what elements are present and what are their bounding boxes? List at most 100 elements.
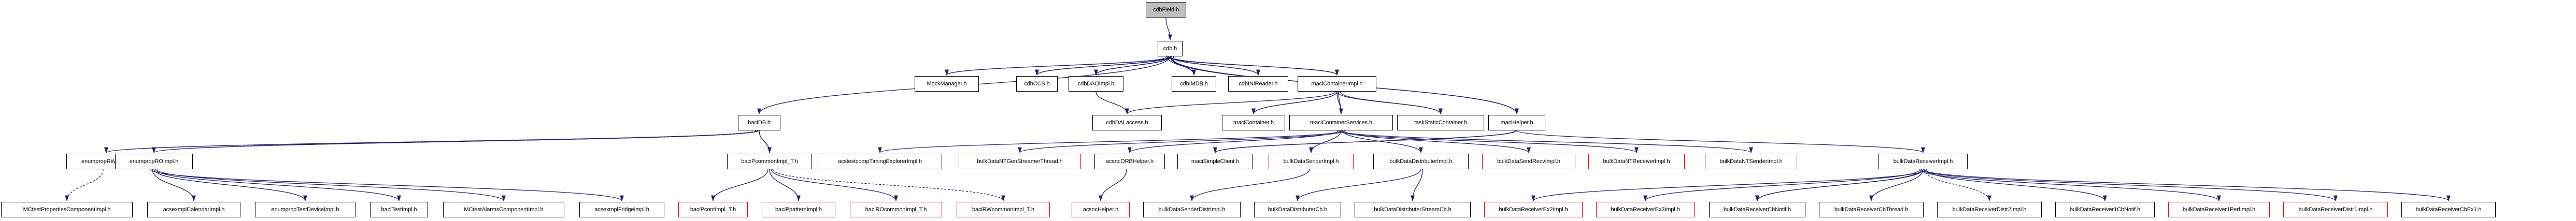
graph-node-bulkdatareceiverdistr2impl-h[interactable]: bulkDataReceiverDistr2Impl.h [1937,202,2042,217]
graph-node-label: bulkDataReceiverDistr2Impl.h [1952,206,2027,213]
graph-node-label: baciTestImpl.h [381,206,417,213]
graph-node-bacippatternimpl-h[interactable]: baciPpatternImpl.h [762,202,835,217]
graph-node-label: maciContainer.h [1233,119,1274,126]
graph-node-label: baciDB.h [748,119,771,126]
graph-node-label: bulkDataSenderDistrImpl.h [1158,206,1226,213]
graph-node-label: maciContainerServices.h [1310,119,1372,126]
graph-node-label: maciContainerImpl.h [1311,80,1363,87]
graph-node-bulkdatantgenstreamerthread-h[interactable]: bulkDataNTGenStreamerThread.h [959,154,1081,169]
graph-node-macicontainerservices-h[interactable]: maciContainerServices.h [1289,115,1393,130]
graph-node-cdbinireader-h[interactable]: cdbINIReader.h [1228,76,1288,92]
graph-node-acstestcomptimingexplorerimpl-h[interactable]: acstestcompTimingExplorerImpl.h [818,154,942,169]
graph-node-mctestalarmscomponentimpl-h[interactable]: MCtestAlarmsComponentImpl.h [443,202,564,217]
graph-node-label: bulkDataSendRecvImpl.h [1497,158,1560,165]
graph-node-label: baciRWcommonImpl_T.h [972,206,1035,213]
graph-node-label: cdbCCS.h [1024,80,1050,87]
graph-node-label: bulkDataReceiver1CbNotif.h [2069,206,2141,213]
graph-node-bacitestimpl-h[interactable]: baciTestImpl.h [370,202,428,217]
graph-node-label: acsncORBHelper.h [1106,158,1154,165]
graph-node-bulkdatareceivercbthread-h[interactable]: bulkDataReceiverCbThread.h [1819,202,1924,217]
graph-node-label: cdbINIReader.h [1239,80,1278,87]
graph-node-bulkdatareceiverdistr1impl-h[interactable]: bulkDataReceiverDistr1Impl.h [2283,202,2388,217]
graph-node-label: MockManager.h [927,80,967,87]
graph-node-bacipcontimpl_t-h[interactable]: baciPcontImpl_T.h [678,202,748,217]
graph-node-bulkdatareceiver1perfimpl-h[interactable]: bulkDataReceiver1PerfImpl.h [2168,202,2270,217]
graph-node-label: bulkDataReceiverCbEx1.h [2415,206,2482,213]
graph-node-bacirwcommonimpl_t-h[interactable]: baciRWcommonImpl_T.h [957,202,1050,217]
graph-node-label: cdbDAOImpl.h [1077,80,1115,87]
graph-node-label: bulkDataReceiverDistr1Impl.h [2298,206,2373,213]
graph-node-label: baciPpatternImpl.h [775,206,822,213]
graph-node-cdbdalaccess-h[interactable]: cdbDALaccess.h [1092,115,1162,130]
graph-node-label: bulkDataDistributerStreamCb.h [1374,206,1451,213]
graph-node-cdbdaoimpl-h[interactable]: cdbDAOImpl.h [1069,76,1123,92]
graph-node-mockmanager-h[interactable]: MockManager.h [915,76,979,92]
graph-node-label: bulkDataDistributerImpl.h [1389,158,1453,165]
graph-node-label: taskStaticContainer.h [1414,119,1467,126]
graph-node-label: bulkDataNTSenderImpl.h [1719,158,1783,165]
graph-node-label: maciSimpleClient.h [1191,158,1240,165]
graph-node-taskstaticcontainer-h[interactable]: taskStaticContainer.h [1397,115,1484,130]
graph-node-bulkdatareceiver1cbnotif-h[interactable]: bulkDataReceiver1CbNotif.h [2055,202,2155,217]
graph-node-label: bulkDataNTReceiverImpl.h [1603,158,1670,165]
graph-node-label: maciHelper.h [1500,119,1533,126]
graph-node-label: bulkDataNTGenStreamerThread.h [977,158,1063,165]
graph-node-macihelper-h[interactable]: maciHelper.h [1488,115,1545,130]
graph-node-label: cdbIMDB.h [1180,80,1208,87]
graph-node-label: MCtestPropertiesComponentImpl.h [23,206,111,213]
graph-node-label: MCtestAlarmsComponentImpl.h [464,206,544,213]
graph-node-label: enumpropROImpl.h [129,158,179,165]
graph-node-bulkdatareceiverex2impl-h[interactable]: bulkDataReceiverEx2Impl.h [1484,202,1583,217]
graph-node-cdbccs-h[interactable]: cdbCCS.h [1016,76,1058,92]
graph-node-label: acsexmplFridgeImpl.h [594,206,649,213]
graph-node-bacipcommonimpl_t-h[interactable]: baciPcommonImpl_T.h [727,154,812,169]
graph-node-bacidb-h[interactable]: baciDB.h [738,115,780,130]
graph-node-bulkdatasenderdistrimpl-h[interactable]: bulkDataSenderDistrImpl.h [1143,202,1241,217]
graph-node-label: enumpropRWImpl.h [81,158,131,165]
graph-node-label: bulkDataReceiver1PerfImpl.h [2182,206,2256,213]
graph-node-macicontainerimpl-h[interactable]: maciContainerImpl.h [1298,76,1376,92]
graph-node-bulkdatasendrecvimpl-h[interactable]: bulkDataSendRecvImpl.h [1482,154,1575,169]
graph-node-acsncorbhelper-h[interactable]: acsncORBHelper.h [1094,154,1165,169]
graph-node-bulkdatasenderimpl-h[interactable]: bulkDataSenderImpl.h [1269,154,1354,169]
graph-node-acsexmplcalendarimpl-h[interactable]: acsexmplCalendarImpl.h [147,202,240,217]
graph-node-label: bulkDataReceiverCbNotif.h [1723,206,1791,213]
graph-node-label: cdbDALaccess.h [1106,119,1148,126]
graph-node-label: bulkDataReceiverEx2Impl.h [1499,206,1568,213]
graph-node-enumproproimpl-h[interactable]: enumpropROImpl.h [115,154,193,169]
graph-node-bulkdatareceivercbnotif-h[interactable]: bulkDataReceiverCbNotif.h [1709,202,1805,217]
graph-node-acsexmplfridgeimpl-h[interactable]: acsexmplFridgeImpl.h [579,202,664,217]
graph-node-bulkdatareceiverex3impl-h[interactable]: bulkDataReceiverEx3Impl.h [1596,202,1695,217]
graph-node-cdb-h[interactable]: cdb.h [1158,41,1183,56]
graph-node-mctestpropertiescomponentimpl-h[interactable]: MCtestPropertiesComponentImpl.h [1,202,133,217]
graph-node-label: enumpropTestDeviceImpl.h [271,206,339,213]
graph-node-label: bulkDataReceiverCbThread.h [1834,206,1909,213]
graph-node-label: acsncHelper.h [1083,206,1119,213]
graph-node-bacirocommonimpl_t-h[interactable]: baciROcommonImpl_T.h [850,202,942,217]
graph-node-label: bulkDataSenderImpl.h [1283,158,1339,165]
graph-node-bulkdatareceiverimpl-h[interactable]: bulkDataReceiverImpl.h [1878,154,1968,169]
graph-node-cdbfield-h[interactable]: cdbField.h [1146,2,1186,18]
graph-node-macisimpleclient-h[interactable]: maciSimpleClient.h [1177,154,1253,169]
graph-node-bulkdatadistributerimpl-h[interactable]: bulkDataDistributerImpl.h [1373,154,1469,169]
graph-node-bulkdatareceivercbex1-h[interactable]: bulkDataReceiverCbEx1.h [2401,202,2496,217]
graph-node-label: baciPcontImpl_T.h [690,206,736,213]
graph-node-bulkdatantreceiverimpl-h[interactable]: bulkDataNTReceiverImpl.h [1588,154,1685,169]
graph-node-bulkdatadistributerstreamcb-h[interactable]: bulkDataDistributerStreamCb.h [1355,202,1471,217]
graph-node-bulkdatadistributercb-h[interactable]: bulkDataDistributerCb.h [1254,202,1341,217]
graph-node-cdbimdb-h[interactable]: cdbIMDB.h [1172,76,1216,92]
graph-node-label: acsexmplCalendarImpl.h [163,206,225,213]
graph-node-label: bulkDataReceiverEx3Impl.h [1611,206,1680,213]
graph-node-acsnchelper-h[interactable]: acsncHelper.h [1072,202,1130,217]
graph-node-label: cdb.h [1163,45,1177,52]
graph-node-enumproptestdeviceimpl-h[interactable]: enumpropTestDeviceImpl.h [255,202,355,217]
graph-node-bulkdatantsenderimpl-h[interactable]: bulkDataNTSenderImpl.h [1705,154,1797,169]
graph-node-label: acstestcompTimingExplorerImpl.h [837,158,922,165]
graph-node-macicontainer-h[interactable]: maciContainer.h [1222,115,1285,130]
graph-node-label: baciROcommonImpl_T.h [865,206,927,213]
graph-node-label: bulkDataReceiverImpl.h [1893,158,1953,165]
graph-node-label: bulkDataDistributerCb.h [1268,206,1328,213]
graph-node-label: cdbField.h [1153,6,1179,13]
